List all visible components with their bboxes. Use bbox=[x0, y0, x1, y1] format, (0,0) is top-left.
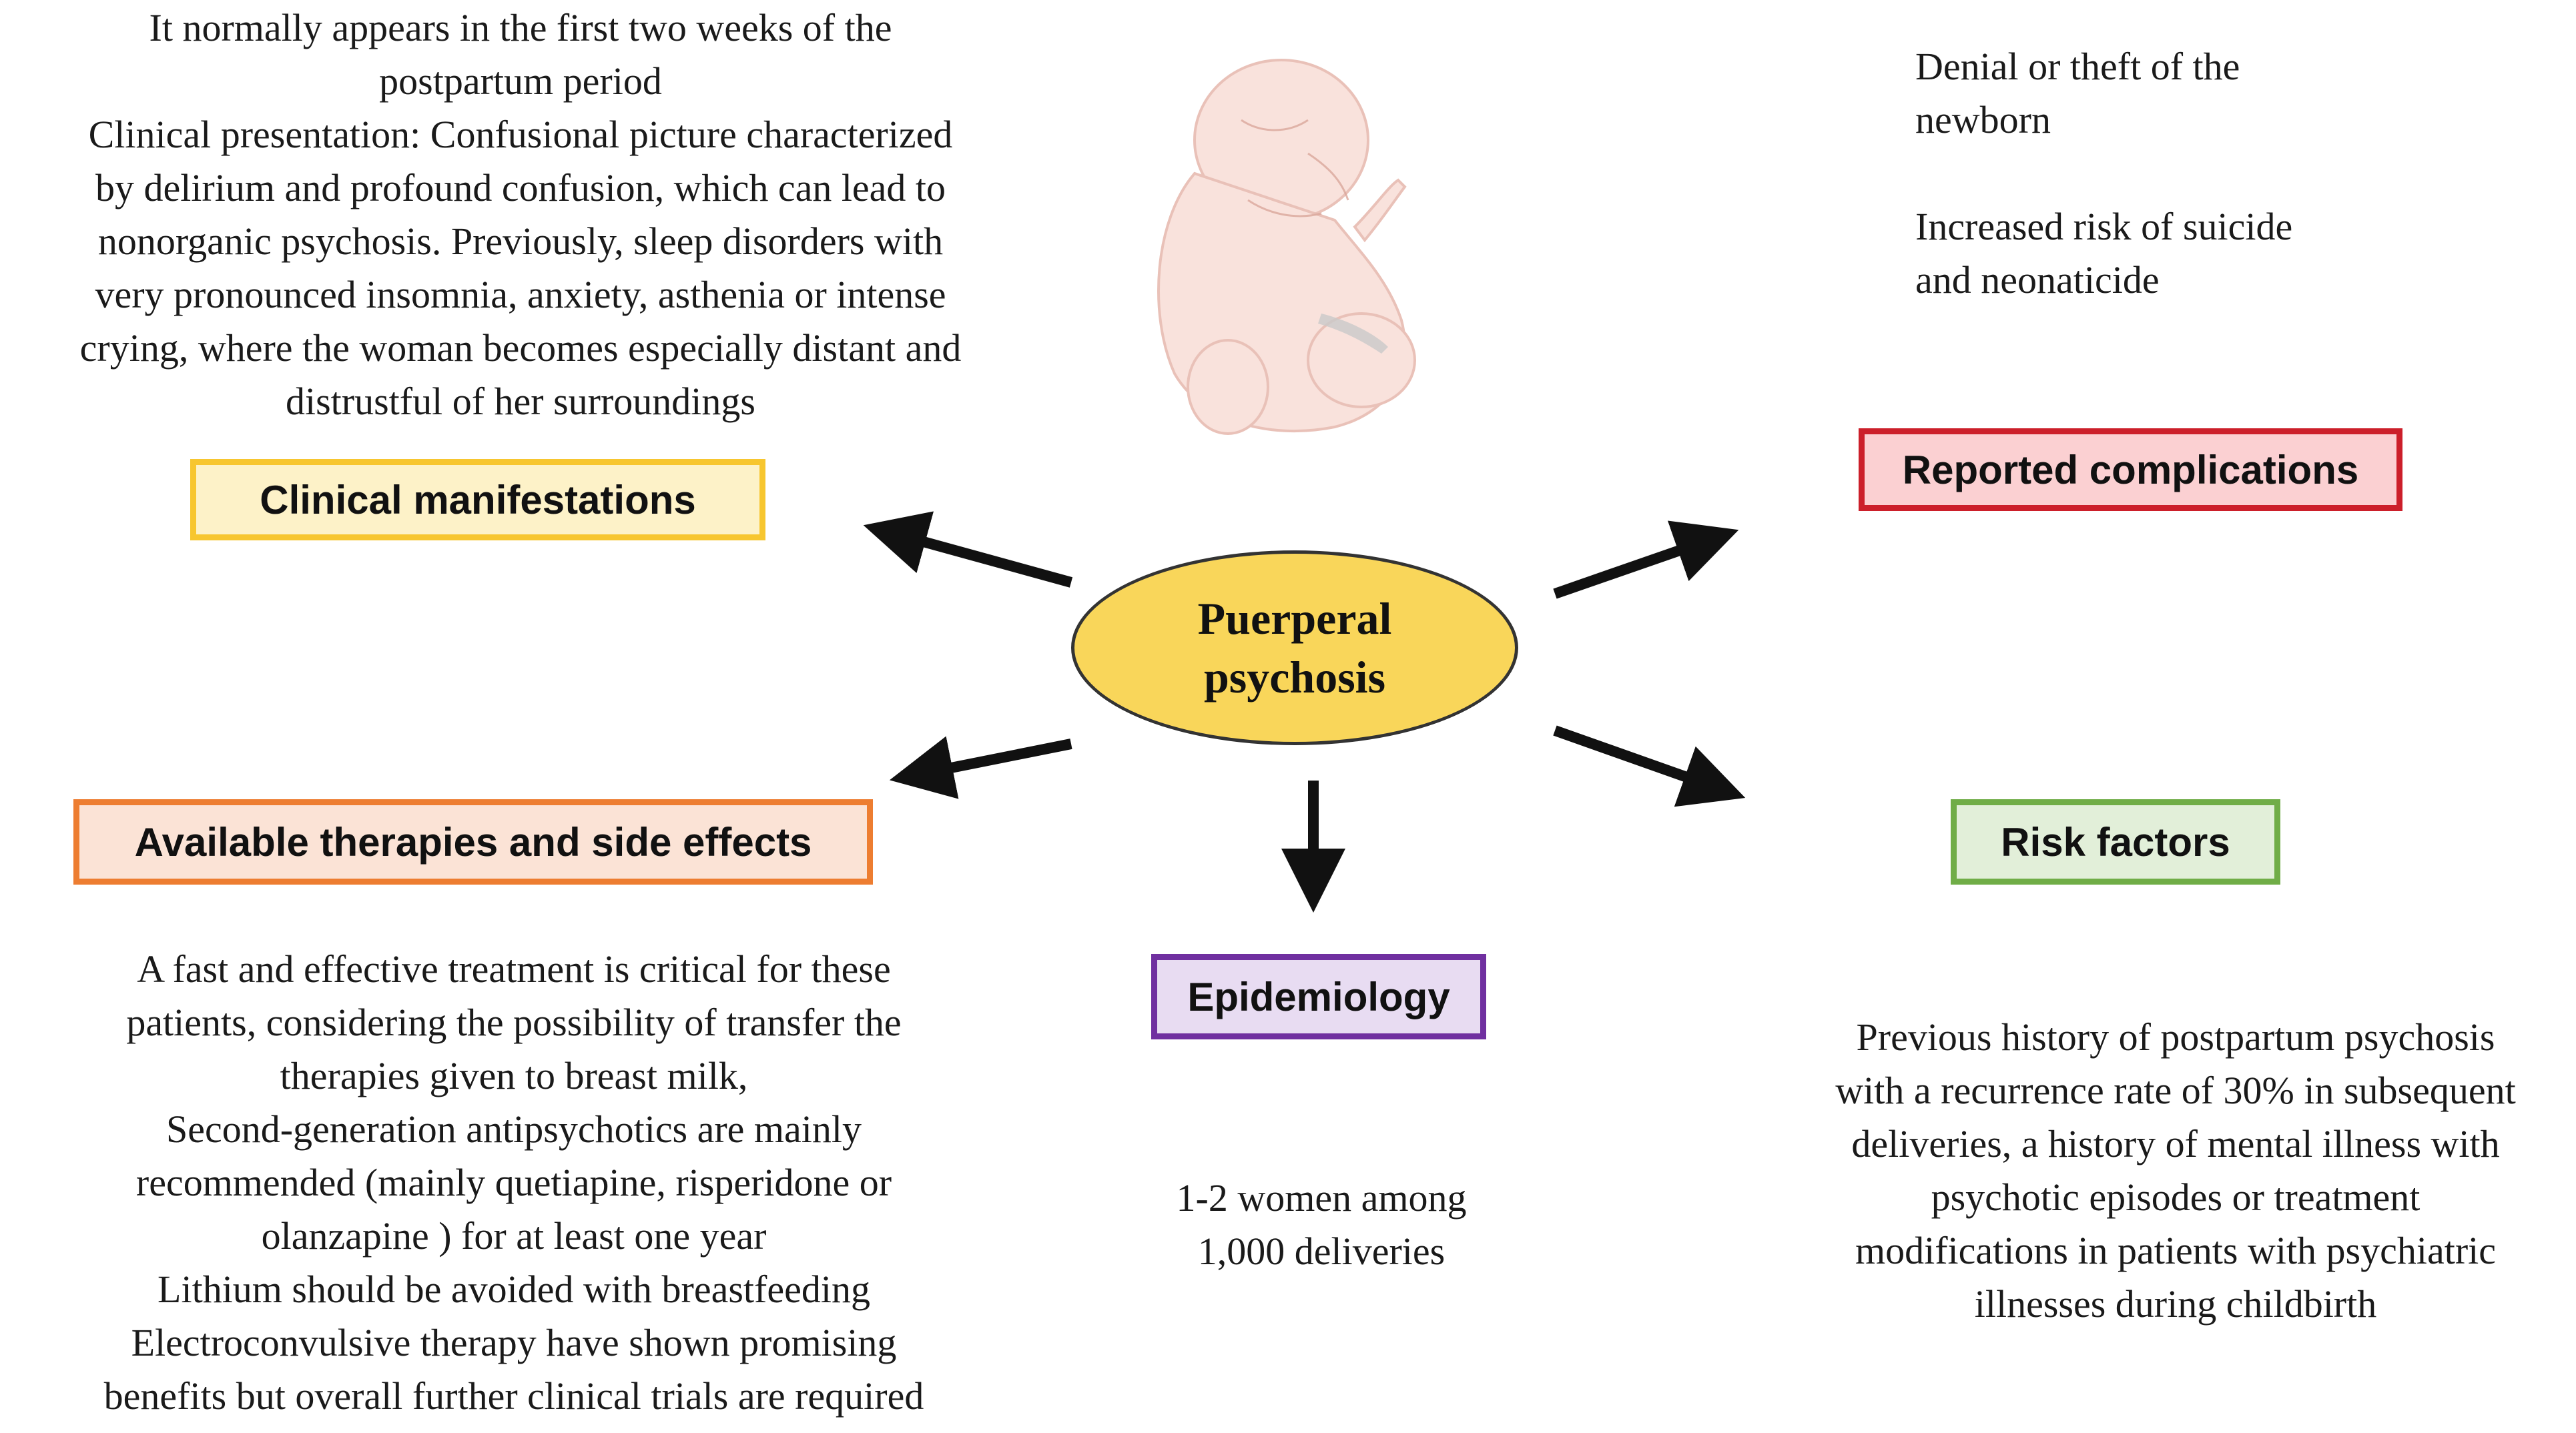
text-line: postpartum period bbox=[379, 59, 662, 103]
reported-complications-text: Denial or theft of the newborn Increased… bbox=[1915, 40, 2382, 307]
text-line: psychotic episodes or treatment bbox=[1931, 1175, 2421, 1219]
text-line: distrustful of her surroundings bbox=[286, 380, 755, 423]
text-line: patients, considering the possibility of… bbox=[126, 1001, 902, 1044]
risk-factors-label: Risk factors bbox=[2001, 819, 2230, 865]
risk-factors-text: Previous history of postpartum psychosis… bbox=[1775, 1011, 2576, 1331]
arrow-to-therapies bbox=[889, 736, 1072, 799]
epidemiology-label: Epidemiology bbox=[1187, 974, 1450, 1019]
text-line: therapies given to breast milk, bbox=[280, 1054, 748, 1097]
text-line: benefits but overall further clinical tr… bbox=[103, 1374, 924, 1418]
text-line: A fast and effective treatment is critic… bbox=[137, 947, 891, 991]
text-line: recommended (mainly quetiapine, risperid… bbox=[135, 1161, 892, 1204]
arrow-to-complications bbox=[1553, 520, 1739, 599]
text-line: Increased risk of suicide bbox=[1915, 205, 2293, 248]
epidemiology-text: 1-2 women among 1,000 deliveries bbox=[1121, 1171, 1522, 1278]
clinical-manifestations-box: Clinical manifestations bbox=[190, 459, 765, 540]
text-line: nonorganic psychosis. Previously, sleep … bbox=[97, 219, 944, 263]
text-line bbox=[1915, 147, 2382, 200]
text-line: Previous history of postpartum psychosis bbox=[1856, 1015, 2495, 1059]
text-line: 1-2 women among bbox=[1176, 1176, 1467, 1220]
text-line: very pronounced insomnia, anxiety, asthe… bbox=[95, 273, 946, 316]
text-line: Electroconvulsive therapy have shown pro… bbox=[131, 1321, 897, 1364]
text-line: 1,000 deliveries bbox=[1197, 1230, 1445, 1273]
text-line: with a recurrence rate of 30% in subsequ… bbox=[1835, 1069, 2516, 1112]
risk-factors-box: Risk factors bbox=[1951, 799, 2280, 885]
text-line: crying, where the woman becomes especial… bbox=[79, 326, 962, 370]
available-therapies-box: Available therapies and side effects bbox=[73, 799, 873, 885]
text-line: olanzapine ) for at least one year bbox=[261, 1214, 767, 1258]
text-line: Second-generation antipsychotics are mai… bbox=[166, 1107, 862, 1151]
clinical-manifestations-text: It normally appears in the first two wee… bbox=[0, 1, 1041, 428]
text-line: It normally appears in the first two wee… bbox=[149, 6, 892, 49]
clinical-manifestations-label: Clinical manifestations bbox=[260, 477, 696, 522]
text-line: Denial or theft of the bbox=[1915, 45, 2240, 88]
arrow-to-clinical bbox=[863, 511, 1073, 588]
epidemiology-box: Epidemiology bbox=[1151, 954, 1486, 1039]
arrow-to-risk-factors bbox=[1553, 725, 1746, 807]
text-line: illnesses during childbirth bbox=[1974, 1282, 2377, 1326]
reported-complications-box: Reported complications bbox=[1859, 428, 2402, 511]
text-line: and neonaticide bbox=[1915, 258, 2160, 302]
central-topic-line1: Puerperal bbox=[1197, 593, 1392, 644]
text-line: modifications in patients with psychiatr… bbox=[1855, 1229, 2497, 1272]
text-line: Clinical presentation: Confusional pictu… bbox=[88, 113, 953, 156]
central-topic: Puerperal psychosis bbox=[1071, 550, 1518, 745]
reported-complications-label: Reported complications bbox=[1902, 447, 2359, 492]
available-therapies-label: Available therapies and side effects bbox=[134, 819, 812, 865]
text-line: deliveries, a history of mental illness … bbox=[1851, 1122, 2500, 1165]
available-therapies-text: A fast and effective treatment is critic… bbox=[13, 943, 1014, 1423]
text-line: Lithium should be avoided with breastfee… bbox=[157, 1268, 870, 1311]
text-line: by delirium and profound confusion, whic… bbox=[95, 166, 946, 209]
central-topic-line2: psychosis bbox=[1203, 652, 1386, 702]
text-line: newborn bbox=[1915, 98, 2051, 141]
